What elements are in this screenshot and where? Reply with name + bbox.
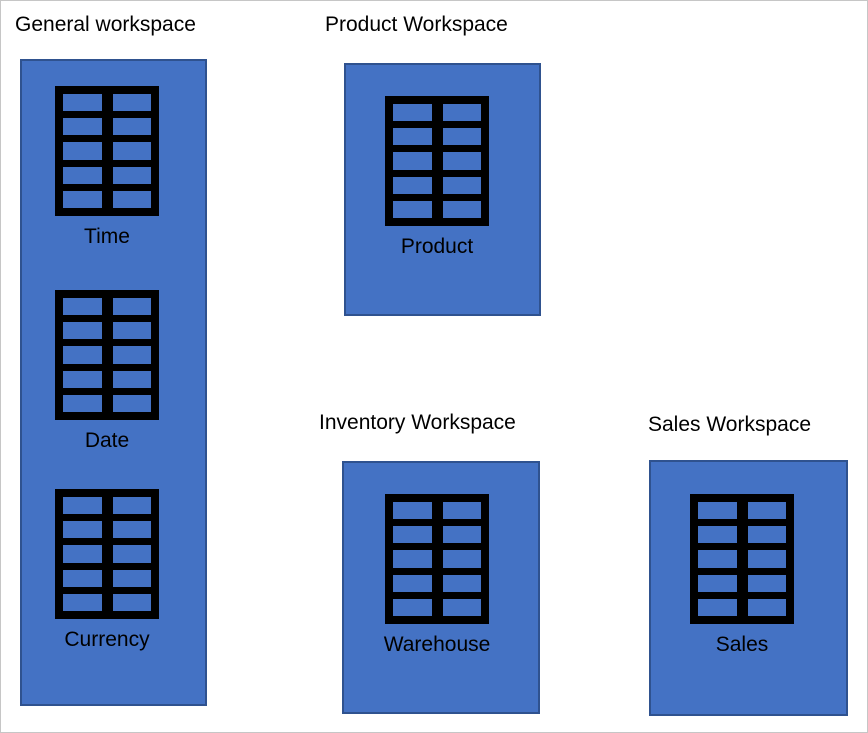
workspace-box-general[interactable]: Time Date Currency: [20, 59, 207, 706]
table-shape-time[interactable]: Time: [55, 86, 159, 248]
table-label: Warehouse: [383, 633, 491, 656]
workspace-title-product: Product Workspace: [325, 13, 508, 36]
table-grid-icon: [55, 290, 159, 420]
table-grid-icon: [690, 494, 794, 624]
table-shape-sales[interactable]: Sales: [690, 494, 794, 656]
table-shape-warehouse[interactable]: Warehouse: [383, 494, 491, 656]
workspace-title-general: General workspace: [15, 13, 196, 36]
table-label: Sales: [715, 633, 769, 656]
table-label: Time: [84, 225, 130, 248]
table-grid-icon: [385, 96, 489, 226]
table-shape-date[interactable]: Date: [55, 290, 159, 452]
workspace-title-inventory: Inventory Workspace: [319, 411, 516, 434]
table-shape-currency[interactable]: Currency: [55, 489, 159, 651]
workspace-title-sales: Sales Workspace: [648, 413, 812, 436]
table-grid-icon: [385, 494, 489, 624]
table-grid-icon: [55, 86, 159, 216]
table-label: Date: [84, 429, 130, 452]
workspace-box-product[interactable]: Product: [344, 63, 541, 316]
table-label: Product: [400, 235, 474, 258]
workspace-box-sales[interactable]: Sales: [649, 460, 848, 716]
table-label: Currency: [64, 628, 150, 651]
table-shape-product[interactable]: Product: [385, 96, 489, 258]
table-grid-icon: [55, 489, 159, 619]
workspace-box-inventory[interactable]: Warehouse: [342, 461, 540, 714]
